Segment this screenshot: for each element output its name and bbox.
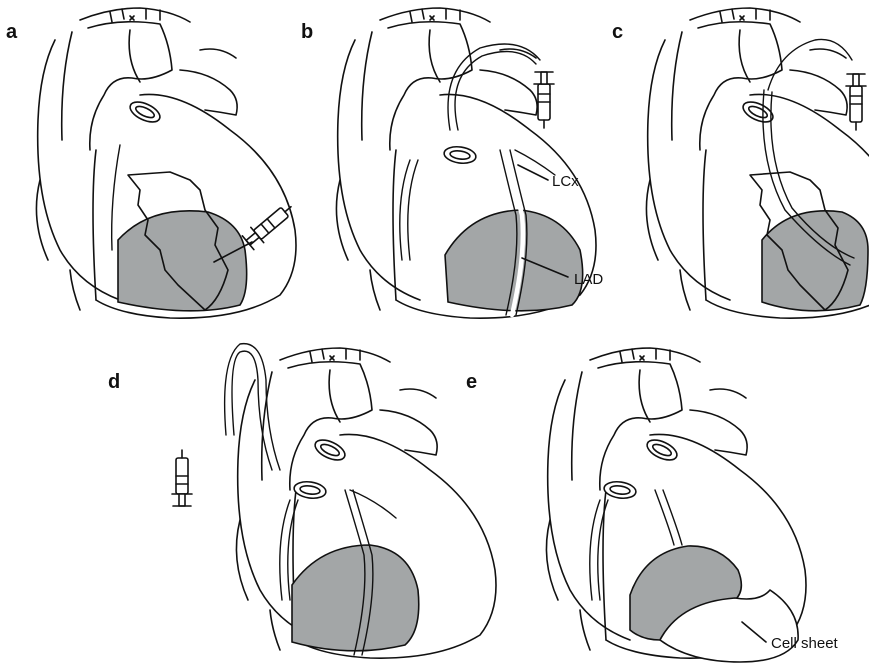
panel-letter-e: e [466, 371, 477, 393]
catheter-icon [225, 344, 280, 470]
panel-letter-b: b [301, 21, 313, 43]
shaded-region [292, 545, 419, 651]
heart-icon [646, 8, 869, 318]
panel-c [646, 8, 869, 318]
label-cell-sheet: Cell sheet [771, 635, 839, 652]
panel-e [546, 348, 806, 662]
panel-b [336, 8, 596, 318]
syringe-icon [172, 450, 192, 506]
heart-icon [236, 348, 496, 658]
shaded-region [118, 211, 247, 311]
panel-letter-a: a [6, 21, 18, 43]
heart-icon [36, 8, 296, 318]
label-lad: LAD [574, 271, 603, 288]
panel-letter-d: d [108, 371, 120, 393]
label-lcx: LCx [552, 173, 579, 190]
panel-letter-c: c [612, 21, 623, 43]
shaded-region [762, 211, 868, 311]
panel-d [172, 344, 496, 659]
panel-a [36, 8, 297, 318]
syringe-icon [846, 74, 866, 130]
shaded-region [445, 210, 583, 311]
